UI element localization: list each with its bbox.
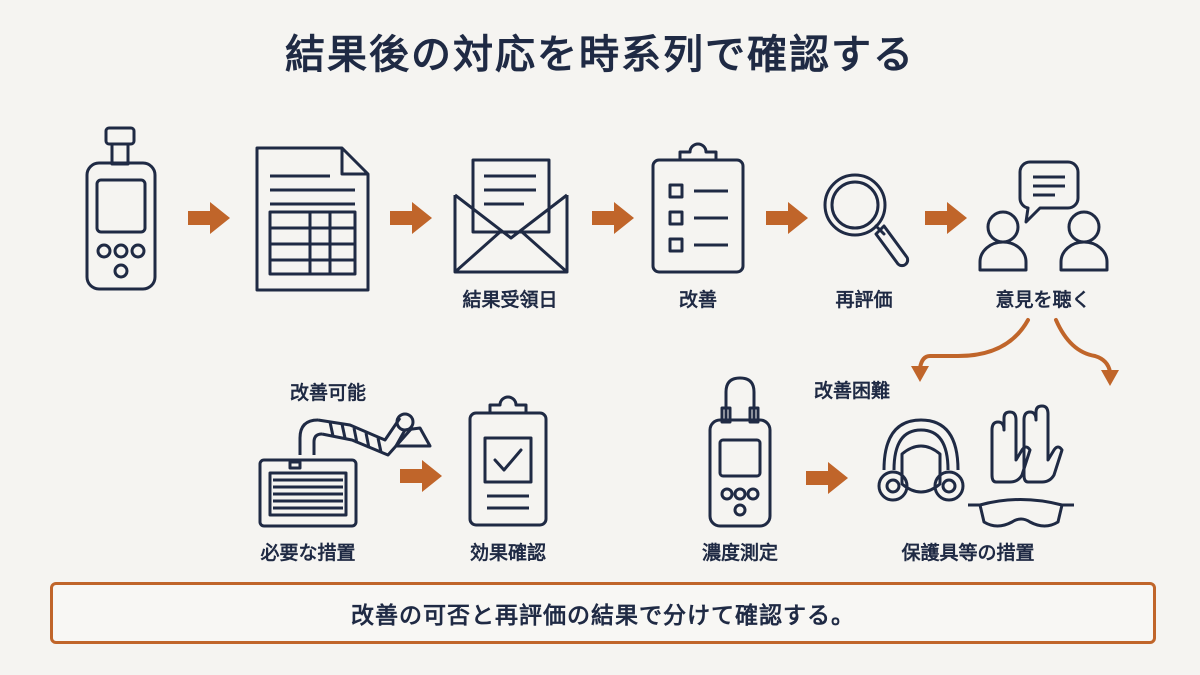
flow-arrow-5: [925, 202, 967, 234]
check-clipboard-icon: [468, 395, 548, 527]
branch-arrowhead-right: [1101, 370, 1119, 386]
measuring-device-icon: [85, 126, 157, 291]
sub-step-label-concentration-measurement: 濃度測定: [701, 542, 779, 564]
branch-arrowhead-left: [911, 366, 929, 382]
gas-detector-icon: [708, 376, 772, 528]
step-label-reevaluate: 再評価: [835, 289, 893, 311]
consultation-people-icon: [978, 160, 1109, 272]
flow-arrow-7: [806, 462, 848, 494]
envelope-letter-icon: [453, 158, 569, 274]
step-label-hear-opinions: 意見を聴く: [995, 289, 1091, 311]
sub-step-label-protective-measures: 保護具等の措置: [901, 542, 1035, 564]
branch-label-possible: 改善可能: [289, 382, 367, 404]
page-title: 結果後の対応を時系列で確認する: [285, 32, 915, 78]
flow-arrow-2: [390, 202, 432, 234]
flow-arrow-4: [766, 202, 808, 234]
branch-arrows: [918, 318, 1112, 374]
step-label-improve: 改善: [678, 289, 718, 311]
local-exhaust-ventilation-icon: [258, 412, 432, 528]
flow-arrow-6: [400, 460, 442, 492]
step-label-result-date: 結果受領日: [462, 289, 558, 311]
respirator-gloves-goggles-icon: [877, 404, 1074, 528]
sub-step-label-effect-check: 効果確認: [469, 542, 547, 564]
sub-step-label-necessary-measures: 必要な措置: [260, 542, 356, 564]
flow-arrow-1: [188, 202, 230, 234]
branch-label-difficult: 改善困難: [813, 380, 891, 402]
summary-text: 改善の可否と再評価の結果で分けて確認する。: [351, 603, 855, 629]
summary-box: 改善の可否と再評価の結果で分けて確認する。: [50, 582, 1156, 644]
report-document-icon: [255, 146, 370, 292]
flow-arrow-3: [592, 202, 634, 234]
magnifier-icon: [823, 173, 910, 268]
checklist-clipboard-icon: [651, 142, 745, 274]
